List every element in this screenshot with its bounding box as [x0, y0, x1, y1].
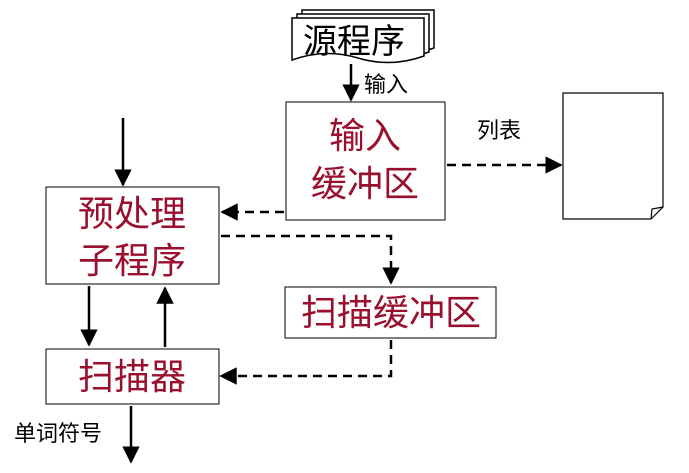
scan-buffer-label: 扫描缓冲区 — [301, 293, 481, 334]
preprocessor-label-line2: 子程序 — [78, 241, 186, 282]
edge-label-tokens: 单词符号 — [14, 422, 102, 447]
edge-label-input: 输入 — [364, 73, 408, 98]
input-buffer-label-line1: 输入 — [329, 116, 401, 157]
listing-document-fold — [650, 206, 664, 220]
scanner-box — [45, 348, 220, 405]
listing-document-icon — [562, 92, 664, 220]
edge-scan-buffer-to-scanner — [219, 340, 393, 385]
source-program-document-icon — [291, 9, 435, 64]
edge-preprocessor-to-scan-buffer — [221, 234, 400, 285]
edge-label-listing: 列表 — [477, 119, 521, 144]
preprocessor-box — [45, 186, 220, 285]
preprocessor-label-line1: 预处理 — [78, 194, 186, 235]
scan-buffer-box — [284, 286, 497, 339]
input-buffer-box — [285, 101, 446, 221]
input-buffer-label-line2: 缓冲区 — [311, 164, 419, 205]
source-program-label: 源程序 — [303, 22, 405, 62]
scanner-label: 扫描器 — [78, 357, 186, 398]
